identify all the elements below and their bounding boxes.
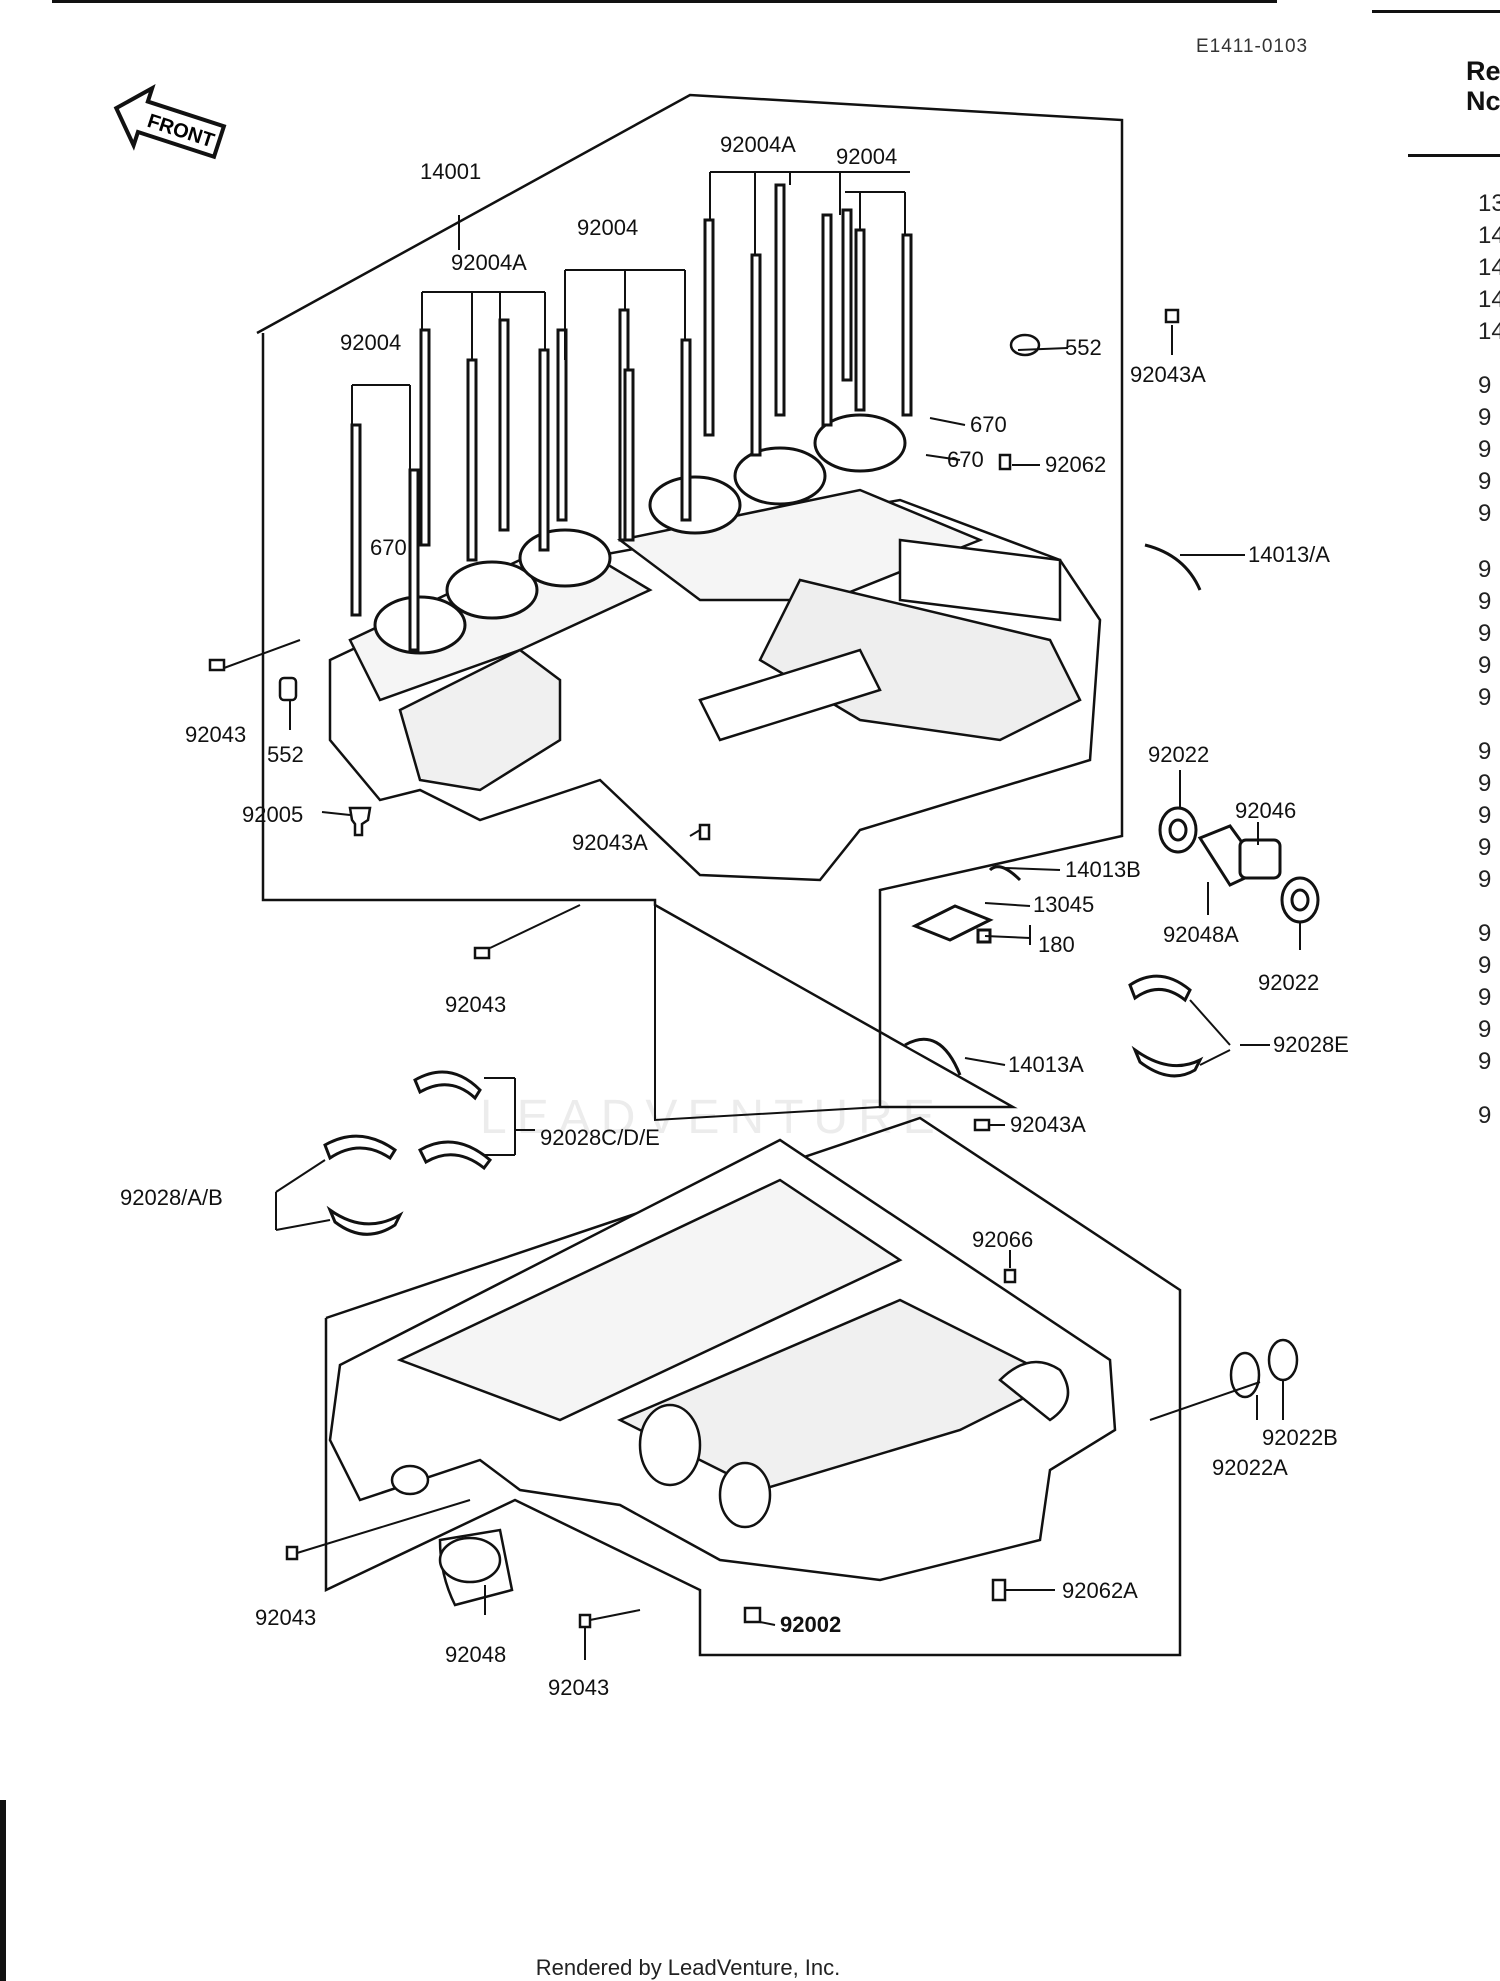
label-92043-low1: 92043	[255, 1605, 316, 1630]
ref-number-11: 9	[1478, 556, 1492, 583]
lower-case-frame	[324, 1116, 1182, 1657]
ref-number-13: 9	[1478, 620, 1492, 647]
bearing-parts	[911, 806, 1320, 944]
label-92048A: 92048A	[1163, 922, 1239, 947]
label-14013A: 14013A	[1008, 1052, 1084, 1077]
label-92062A: 92062A	[1062, 1578, 1138, 1603]
upper-case-frame-extension	[654, 900, 881, 1122]
label-92066: 92066	[972, 1227, 1033, 1252]
ref-number-17: 9	[1478, 770, 1492, 797]
label-92043-low2: 92043	[548, 1675, 609, 1700]
bearing-shells	[323, 543, 1204, 1236]
ref-number-24: 9	[1478, 1016, 1492, 1043]
ref-header-line2: Nc	[1466, 86, 1500, 116]
ref-number-6: 9	[1478, 372, 1492, 399]
ref-number-4: 14	[1478, 286, 1500, 313]
label-92004A-mid: 92004A	[451, 250, 527, 275]
ref-number-22: 9	[1478, 952, 1492, 979]
ref-number-16: 9	[1478, 738, 1492, 765]
ref-number-19: 9	[1478, 834, 1492, 861]
ref-number-3: 14	[1478, 254, 1500, 281]
lower-small-parts	[285, 1268, 1299, 1629]
label-92004A-top: 92004A	[720, 132, 796, 157]
label-92062: 92062	[1045, 452, 1106, 477]
ref-number-20: 9	[1478, 866, 1492, 893]
label-92028AB: 92028/A/B	[120, 1185, 223, 1210]
label-92043A-top: 92043A	[1130, 362, 1206, 387]
upper-crankcase-body	[328, 488, 1102, 882]
ref-number-7: 9	[1478, 404, 1492, 431]
front-arrow-icon: FRONT	[113, 84, 227, 160]
label-92022-b: 92022	[1258, 970, 1319, 995]
label-14001: 14001	[420, 159, 481, 184]
label-92004-left: 92004	[340, 330, 401, 355]
label-92043A-low: 92043A	[1010, 1112, 1086, 1137]
label-670-a: 670	[970, 412, 1007, 437]
diagram-id: E1411-0103	[1196, 36, 1309, 57]
ref-column-header: Re Nc	[1466, 56, 1500, 116]
label-670-c: 670	[370, 535, 407, 560]
ref-number-25: 9	[1478, 1048, 1492, 1075]
label-92022-a: 92022	[1148, 742, 1209, 767]
label-180: 180	[1038, 932, 1075, 957]
top-rule	[52, 0, 1277, 3]
footer-text: Rendered by LeadVenture, Inc.	[535, 1955, 841, 1980]
ref-header-rule	[1408, 154, 1500, 157]
label-92028CDE: 92028C/D/E	[540, 1125, 660, 1150]
label-552-left: 552	[267, 742, 304, 767]
label-92022A: 92022A	[1212, 1455, 1288, 1480]
ref-number-9: 9	[1478, 468, 1492, 495]
ref-number-5: 14	[1478, 318, 1500, 345]
label-92048: 92048	[445, 1642, 506, 1667]
label-92043-left: 92043	[185, 722, 246, 747]
ref-header-line1: Re	[1466, 56, 1500, 86]
binding-bar	[0, 1800, 6, 1981]
ref-number-14: 9	[1478, 652, 1492, 679]
label-92022B: 92022B	[1262, 1425, 1338, 1450]
label-670-b: 670	[947, 447, 984, 472]
ref-number-18: 9	[1478, 802, 1492, 829]
label-92028E: 92028E	[1273, 1032, 1349, 1057]
label-92046: 92046	[1235, 798, 1296, 823]
ref-number-8: 9	[1478, 436, 1492, 463]
label-13045: 13045	[1033, 892, 1094, 917]
lower-crankcase-body	[328, 1138, 1117, 1582]
ref-number-21: 9	[1478, 920, 1492, 947]
ref-number-2: 14	[1478, 222, 1500, 249]
ref-number-26: 9	[1478, 1102, 1492, 1129]
label-14013-A-top: 14013/A	[1248, 542, 1330, 567]
cylinder-studs	[350, 183, 913, 652]
label-92005: 92005	[242, 802, 303, 827]
ref-number-1: 13	[1478, 190, 1500, 217]
part-labels: 14001 92004A 92004 92004 92004A 92004 55…	[120, 132, 1349, 1700]
ref-number-12: 9	[1478, 588, 1492, 615]
top-rule-right	[1372, 10, 1500, 13]
label-92002: 92002	[780, 1612, 841, 1637]
ref-number-15: 9	[1478, 684, 1492, 711]
label-92004-mid: 92004	[577, 215, 638, 240]
label-92043A-mid: 92043A	[572, 830, 648, 855]
ref-number-10: 9	[1478, 500, 1492, 527]
leader-lines	[223, 171, 1301, 1660]
ref-number-23: 9	[1478, 984, 1492, 1011]
label-552-top: 552	[1065, 335, 1102, 360]
label-92004-top: 92004	[836, 144, 897, 169]
label-92043-mid: 92043	[445, 992, 506, 1017]
label-14013B: 14013B	[1065, 857, 1141, 882]
footer-credit: Rendered by LeadVenture, Inc.	[0, 1955, 1500, 1981]
cylinder-bores	[373, 413, 907, 655]
